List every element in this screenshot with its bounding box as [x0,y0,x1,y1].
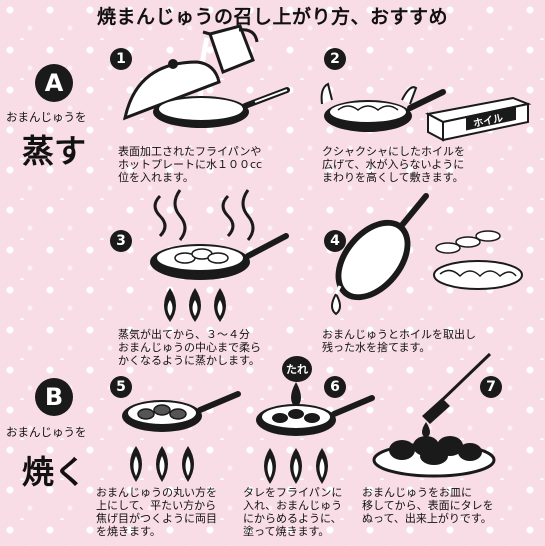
section-b-subtitle: おまんじゅうを [6,425,87,439]
sauce-label-badge: たれ [282,356,312,382]
step-7-description: おまんじゅうをお皿に移してから、表面にタレをぬって、出来上がりです。 [362,486,494,525]
foil-box-icon [425,96,532,142]
step-5-illustration [122,391,241,482]
step-2-description: クシャクシャにしたホイルを広げて、水が入らないようにまわりを高くして敷きます。 [322,145,465,184]
frying-pan-icon [324,89,446,132]
steam-icon [153,189,255,241]
step-4-illustration [331,193,523,316]
step-3-number: 3 [110,230,132,252]
step-4-number: 4 [324,230,346,252]
step-2-number: 2 [324,48,346,70]
frying-pan-icon [150,233,289,280]
crumpled-foil-icon [433,260,523,290]
sauce-drop-icon [291,382,301,408]
frying-pan-icon [335,193,429,301]
step-2-illustration: ホイル [320,82,532,142]
step-3-illustration [150,189,289,322]
step-5-description: おまんじゅうの丸い方を上にして、平たい方から焦げ目がつくように両目を焼きます。 [96,486,217,538]
step-5-number: 5 [110,376,132,398]
step-1-number: 1 [110,48,132,70]
section-a-badge: A [35,64,73,102]
section-b-heading: 焼く [22,453,87,491]
step-6-illustration [256,382,375,484]
step-4-description: おまんじゅうとホイルを取出し残った水を捨てます。 [322,328,476,354]
water-drop-icon [331,291,341,316]
section-a-heading: 蒸す [22,132,87,170]
step-1-illustration [122,24,290,128]
manju-icon [389,436,482,465]
step-7-number: 7 [480,376,502,398]
step-6-number: 6 [324,376,346,398]
brush-icon [422,352,492,424]
lid-icon [122,59,221,121]
frying-pan-icon [256,395,375,436]
page-title: 焼まんじゅうの召し上がり方、おすすめ [96,6,448,28]
step-3-description: 蒸気が出てから、３～４分おまんじゅうの中心まで柔らかくなるように蒸かします。 [118,328,261,367]
hands-icon [320,82,418,105]
frying-pan-icon [122,391,241,432]
section-a-subtitle: おまんじゅうを [6,110,87,124]
frying-pan-icon [153,87,290,128]
manju-icon [435,230,501,254]
step-7-illustration [372,352,496,478]
section-b-badge: B [35,378,73,416]
step-6-description: タレをフライパンに入れ、おまんじゅうにからめるように、塗って焼きます。 [243,486,343,538]
pitcher-icon [202,24,259,74]
